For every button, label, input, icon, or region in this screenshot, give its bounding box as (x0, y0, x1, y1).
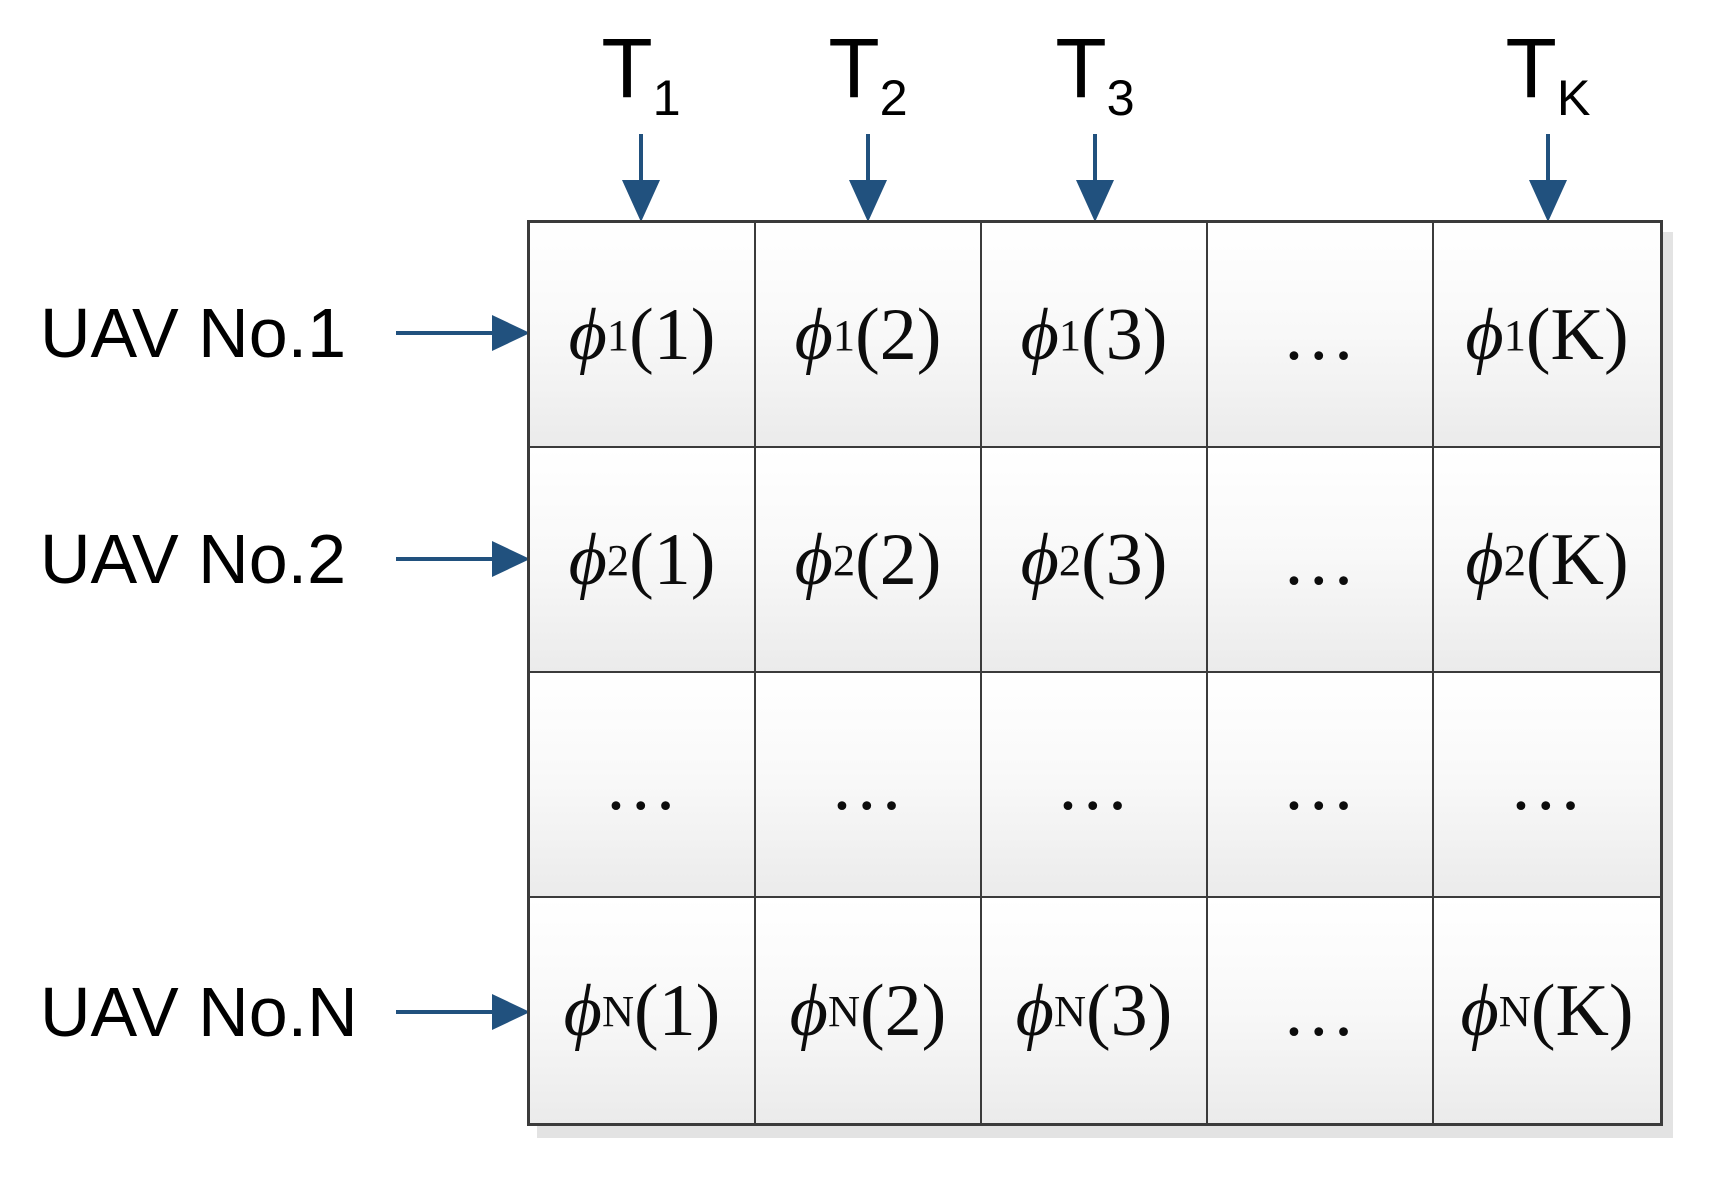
cell-argument: (K) (1525, 518, 1629, 601)
column-header-t2: T2 (828, 21, 907, 123)
cell-argument: (3) (1086, 969, 1173, 1052)
column-header-base: T (1055, 21, 1107, 115)
cell-symbol: … (1287, 518, 1353, 601)
cell-symbol: ϕ (1460, 969, 1499, 1052)
cell-argument: (1) (634, 969, 721, 1052)
cell-symbol: … (1287, 293, 1353, 376)
row-label-uav-1: UAV No.1 (40, 294, 347, 372)
matrix-cell-r3c1: … (530, 673, 756, 898)
matrix-cell-r3c5: … (1434, 673, 1660, 898)
right-arrow-icon (396, 541, 530, 577)
cell-symbol: ϕ (568, 293, 607, 376)
right-arrow-icon (396, 994, 530, 1030)
cell-argument: (2) (855, 293, 942, 376)
down-arrow-icon (1529, 134, 1567, 222)
cell-argument: (1) (629, 293, 716, 376)
cell-symbol: ϕ (568, 518, 607, 601)
matrix-cell-r4c4: … (1208, 898, 1434, 1123)
cell-argument: (2) (855, 518, 942, 601)
column-header-subscript: 2 (879, 68, 908, 126)
row-label-uav-2: UAV No.2 (40, 520, 347, 598)
column-header-t3: T3 (1055, 21, 1134, 123)
cell-symbol: … (1061, 743, 1127, 826)
matrix-cell-r3c3: … (982, 673, 1208, 898)
cell-symbol: … (609, 743, 675, 826)
matrix-cell-r3c2: … (756, 673, 982, 898)
column-header-base: T (601, 21, 653, 115)
cell-argument: (2) (860, 969, 947, 1052)
cell-symbol: … (1287, 969, 1353, 1052)
column-header-subscript: 3 (1106, 68, 1135, 126)
cell-symbol: ϕ (794, 293, 833, 376)
down-arrow-icon (622, 134, 660, 222)
right-arrow-icon (396, 315, 530, 351)
cell-symbol: ϕ (1020, 518, 1059, 601)
down-arrow-icon (849, 134, 887, 222)
matrix-cell-r2c4: … (1208, 448, 1434, 673)
cell-symbol: ϕ (789, 969, 828, 1052)
matrix-cell-r3c4: … (1208, 673, 1434, 898)
column-header-base: T (1505, 21, 1557, 115)
column-header-subscript: 1 (652, 68, 681, 126)
row-label-uav-n: UAV No.N (40, 973, 358, 1051)
cell-symbol: ϕ (1465, 518, 1504, 601)
column-header-base: T (828, 21, 880, 115)
cell-symbol: ϕ (1465, 293, 1504, 376)
cell-argument: (1) (629, 518, 716, 601)
column-header-t1: T1 (601, 21, 680, 123)
down-arrow-icon (1076, 134, 1114, 222)
column-header-subscript: K (1556, 68, 1591, 126)
cell-symbol: … (835, 743, 901, 826)
cell-argument: (3) (1081, 518, 1168, 601)
column-header-tk: TK (1505, 21, 1591, 123)
cell-symbol: ϕ (794, 518, 833, 601)
cell-argument: (3) (1081, 293, 1168, 376)
cell-symbol: … (1514, 743, 1580, 826)
cell-symbol: ϕ (1015, 969, 1054, 1052)
cell-argument: (K) (1525, 293, 1629, 376)
cell-argument: (K) (1530, 969, 1634, 1052)
matrix-cell-r1c4: … (1208, 223, 1434, 448)
cell-symbol: ϕ (563, 969, 602, 1052)
cell-symbol: … (1287, 743, 1353, 826)
cell-symbol: ϕ (1020, 293, 1059, 376)
